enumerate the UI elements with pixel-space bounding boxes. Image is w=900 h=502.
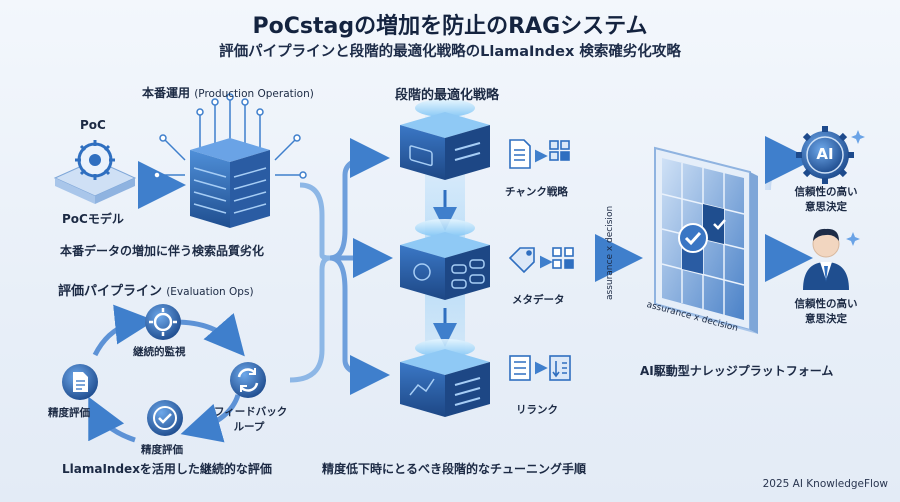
arrow-to-chunk bbox=[329, 138, 390, 261]
tag-icon bbox=[508, 247, 574, 274]
arrow-to-rerank bbox=[329, 255, 390, 395]
arrow-eval-to-merge bbox=[289, 255, 331, 383]
evaluation-cycle bbox=[88, 304, 245, 443]
arrow-to-ai-output bbox=[764, 136, 813, 191]
sparkle-icon bbox=[846, 130, 865, 246]
cube-chunk-icon bbox=[400, 99, 490, 180]
feedback-loop-icon bbox=[230, 362, 266, 398]
monitoring-gear-icon bbox=[145, 304, 181, 340]
output-person-label: 信頼性の高い 意思決定 bbox=[794, 298, 858, 325]
document-split-icon bbox=[509, 139, 570, 169]
sort-list-icon bbox=[509, 355, 571, 381]
cycle-monitor-label: 継続的監視 bbox=[133, 346, 186, 358]
step-chunk-label: チャンク戦略 bbox=[505, 186, 568, 198]
knowledge-platform-panel bbox=[654, 146, 758, 334]
poc-model-label: PoCモデル bbox=[62, 212, 124, 226]
eval-caption: LlamaIndexを活用した継続的な評価 bbox=[62, 462, 272, 476]
cube-metadata-icon bbox=[400, 219, 490, 300]
page-title: PoCstagの増加を防止のRAGシステム bbox=[252, 14, 648, 39]
copyright: 2025 AI KnowledgeFlow bbox=[762, 478, 888, 490]
production-server-icon bbox=[153, 93, 307, 228]
document-icon bbox=[62, 364, 98, 400]
output-ai-label: 信頼性の高い 意思決定 bbox=[794, 186, 858, 213]
production-heading: 本番運用 (Production Operation) bbox=[142, 86, 314, 100]
strategy-heading: 段階的最適化戦略 bbox=[395, 88, 500, 103]
ai-gear-icon bbox=[796, 126, 854, 184]
cycle-feedback-label: フィードバック ループ bbox=[214, 406, 288, 433]
ai-badge-text: AI bbox=[816, 145, 834, 163]
accuracy-check-icon bbox=[147, 400, 183, 436]
cube-rerank-icon bbox=[400, 339, 490, 417]
poc-gear-icon bbox=[53, 140, 137, 204]
page-subtitle: 評価パイプラインと段階的最適化戦略のLlamaIndex 検索確劣化攻略 bbox=[219, 44, 681, 60]
strategy-caption: 精度低下時にとるべき段階的なチューニング手順 bbox=[322, 462, 587, 476]
cycle-accuracy-left-label: 精度評価 bbox=[48, 407, 90, 419]
business-person-icon bbox=[803, 228, 849, 290]
platform-side-text: assurance x decision bbox=[605, 205, 615, 300]
cycle-accuracy-bottom-label: 精度評価 bbox=[141, 444, 183, 456]
poc-label: PoC bbox=[80, 118, 106, 132]
arrow-server-to-merge bbox=[299, 182, 331, 261]
step-metadata-label: メタデータ bbox=[512, 294, 565, 306]
platform-label: AI駆動型ナレッジプラットフォーム bbox=[640, 364, 834, 378]
eval-heading: 評価パイプライン (Evaluation Ops) bbox=[58, 284, 254, 299]
step-rerank-label: リランク bbox=[516, 404, 558, 416]
degradation-label: 本番データの増加に伴う検索品質劣化 bbox=[60, 244, 265, 258]
